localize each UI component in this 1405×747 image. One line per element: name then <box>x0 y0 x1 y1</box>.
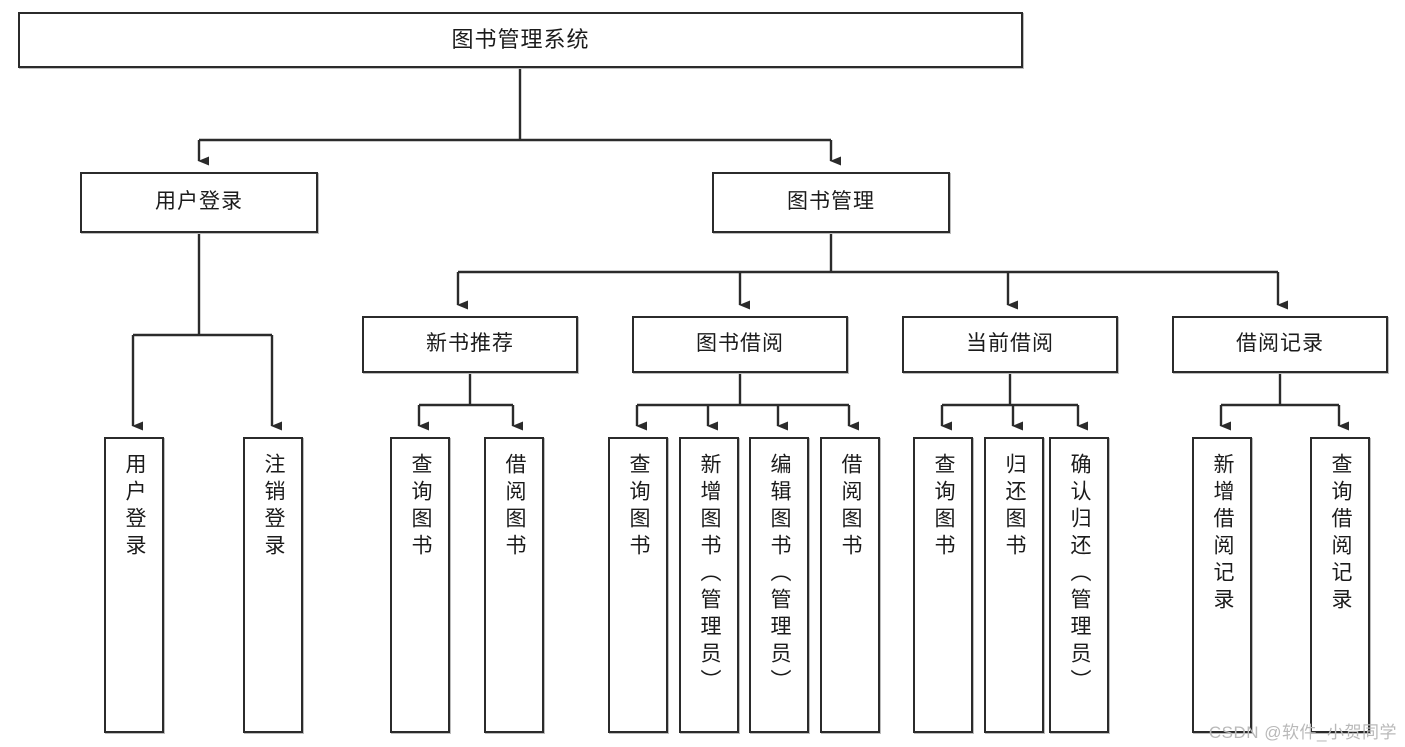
node-book-manage[interactable]: 图书管理 <box>712 172 950 233</box>
node-leaf-user-logout[interactable]: 注销登录 <box>243 437 303 733</box>
node-leaf-br-query-record[interactable]: 查询借阅记录 <box>1310 437 1370 733</box>
node-label: 用户登录 <box>123 453 147 561</box>
node-label: 用户登录 <box>155 190 243 214</box>
node-current-borrow[interactable]: 当前借阅 <box>902 316 1118 373</box>
node-label: 图书管理系统 <box>451 27 590 53</box>
node-label: 借阅记录 <box>1236 332 1324 356</box>
node-leaf-bb-edit-book[interactable]: 编辑图书（管理员） <box>749 437 809 733</box>
node-new-book-rec[interactable]: 新书推荐 <box>362 316 578 373</box>
node-label: 查询图书 <box>932 453 956 561</box>
node-label: 查询图书 <box>627 453 651 561</box>
node-label: 当前借阅 <box>966 332 1054 356</box>
node-label: 查询借阅记录 <box>1329 453 1353 615</box>
node-label: 归还图书 <box>1003 453 1027 561</box>
node-book-borrow[interactable]: 图书借阅 <box>632 316 848 373</box>
node-leaf-bb-add-book[interactable]: 新增图书（管理员） <box>679 437 739 733</box>
csdn-watermark: CSDN @软件_小贺同学 <box>1208 723 1397 742</box>
node-label: 编辑图书（管理员） <box>768 453 792 696</box>
node-user-login[interactable]: 用户登录 <box>80 172 318 233</box>
node-leaf-bb-borrow-book[interactable]: 借阅图书 <box>820 437 880 733</box>
node-leaf-bb-query-book[interactable]: 查询图书 <box>608 437 668 733</box>
node-label: 新书推荐 <box>426 332 514 356</box>
node-leaf-rec-query-book[interactable]: 查询图书 <box>390 437 450 733</box>
node-borrow-record[interactable]: 借阅记录 <box>1172 316 1388 373</box>
node-label: 图书管理 <box>787 190 875 214</box>
node-leaf-cb-query-book[interactable]: 查询图书 <box>913 437 973 733</box>
node-leaf-br-add-record[interactable]: 新增借阅记录 <box>1192 437 1252 733</box>
node-label: 查询图书 <box>409 453 433 561</box>
node-leaf-cb-return-book[interactable]: 归还图书 <box>984 437 1044 733</box>
node-label: 借阅图书 <box>839 453 863 561</box>
node-root[interactable]: 图书管理系统 <box>18 12 1023 68</box>
node-leaf-cb-confirm-return[interactable]: 确认归还（管理员） <box>1049 437 1109 733</box>
node-label: 注销登录 <box>262 453 286 561</box>
node-label: 新增借阅记录 <box>1211 453 1235 615</box>
node-label: 图书借阅 <box>696 332 784 356</box>
node-leaf-rec-borrow-book[interactable]: 借阅图书 <box>484 437 544 733</box>
node-label: 借阅图书 <box>503 453 527 561</box>
node-label: 确认归还（管理员） <box>1068 453 1092 696</box>
node-leaf-user-login[interactable]: 用户登录 <box>104 437 164 733</box>
node-label: 新增图书（管理员） <box>698 453 722 696</box>
